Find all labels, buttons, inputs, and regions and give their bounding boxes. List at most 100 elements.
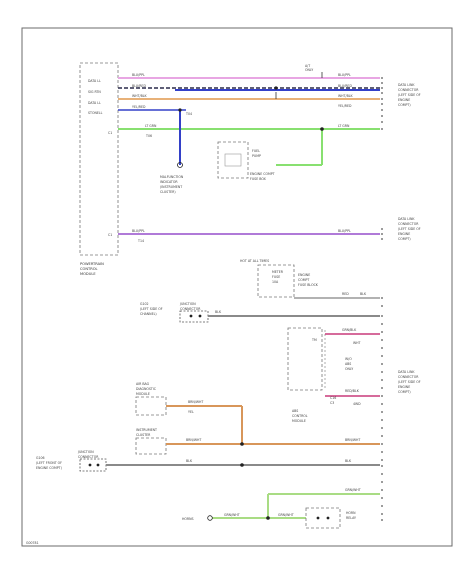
diagram-footer-code: G00781 [26, 541, 39, 545]
svg-text:W/O: W/O [345, 357, 352, 361]
svg-text:C16: C16 [330, 396, 336, 400]
svg-text:CHANNEL): CHANNEL) [140, 312, 157, 316]
svg-text:RED: RED [342, 292, 349, 296]
air-bag-module: AIR BAG DIAGNOSTIC MODULE BRN/WHT YEL [135, 382, 243, 444]
at-only-note: ONLY [305, 68, 313, 72]
svg-text:4WD: 4WD [353, 402, 361, 406]
svg-text:YEL: YEL [188, 410, 194, 414]
svg-text:BLK: BLK [215, 310, 222, 314]
horn-circuit: GRN/WHT GRN/WHT GRN/WHT HORNS HORN RELAY [182, 488, 380, 529]
svg-text:GRN/BLK: GRN/BLK [342, 328, 357, 332]
svg-text:COMPT): COMPT) [398, 237, 411, 241]
abs-control-module: TM GRN/BLK RED/BLK WHT 4WD C16 C3 W/O AB… [287, 327, 380, 423]
dlc-right-pins [381, 297, 383, 521]
svg-text:CONNECTOR: CONNECTOR [78, 455, 99, 459]
svg-text:10A: 10A [272, 280, 279, 284]
pcm-pin-label: DATA LL [88, 79, 101, 83]
svg-text:TM: TM [311, 338, 317, 342]
svg-text:CONNECTOR: CONNECTOR [398, 222, 419, 226]
svg-text:MALFUNCTION: MALFUNCTION [160, 175, 184, 179]
instrument-cluster: INSTRUMENT CLUSTER BRN/WHT BRN/WHT [135, 428, 380, 455]
svg-text:(INSTRUMENT: (INSTRUMENT [160, 185, 182, 189]
svg-text:BLK: BLK [186, 459, 193, 463]
svg-text:CONTROL: CONTROL [292, 414, 308, 418]
svg-text:ENGINE: ENGINE [298, 273, 310, 277]
svg-text:CLUSTER: CLUSTER [136, 433, 151, 437]
dlc-right-label: DATA LINK CONNECTOR (LEFT SIDE OF ENGINE… [398, 370, 421, 394]
wire-label-top: BLU/RED [338, 84, 352, 88]
pcm-pin-label: DATA LL [88, 101, 101, 105]
svg-text:GRN/WHT: GRN/WHT [278, 513, 294, 517]
svg-text:BLK: BLK [360, 292, 367, 296]
svg-text:(LEFT SIDE OF: (LEFT SIDE OF [398, 380, 421, 384]
svg-text:RED/BLK: RED/BLK [345, 389, 360, 393]
g102-ground: G102 (LEFT SIDE OF CHANNEL) JUNCTION CON… [140, 302, 380, 323]
svg-text:ENGINE COMPT): ENGINE COMPT) [36, 466, 62, 470]
wire-label-top: LT GRN [338, 124, 350, 128]
svg-text:CONNECTOR: CONNECTOR [398, 375, 419, 379]
svg-text:HORNS: HORNS [182, 517, 194, 521]
svg-text:GRN/WHT: GRN/WHT [345, 488, 361, 492]
svg-text:AIR BAG: AIR BAG [136, 382, 150, 386]
svg-text:FUSE BOX: FUSE BOX [250, 177, 267, 181]
svg-text:(LEFT SIDE OF: (LEFT SIDE OF [398, 227, 421, 231]
svg-text:DATA LINK: DATA LINK [398, 83, 415, 87]
svg-text:HOT AT ALL TIMES: HOT AT ALL TIMES [240, 259, 269, 263]
svg-text:WHT: WHT [353, 341, 361, 345]
wire-label-top: BLU/PPL [338, 73, 351, 77]
svg-text:FUSE BLOCK: FUSE BLOCK [298, 283, 319, 287]
svg-text:G102: G102 [140, 302, 149, 306]
svg-text:JUNCTION: JUNCTION [77, 450, 94, 454]
svg-text:BLU/PPL: BLU/PPL [338, 229, 351, 233]
svg-text:ENGINE: ENGINE [398, 232, 410, 236]
dlc-top-pins [381, 77, 383, 130]
powertrain-control-module: DATA LL SIG RTN DATA LL STONELL C1 C1 PO… [79, 62, 119, 276]
svg-text:T14: T14 [137, 239, 144, 243]
svg-text:COMPT: COMPT [298, 278, 309, 282]
pcm-pin-label: SIG RTN [88, 90, 101, 94]
svg-text:FUSE: FUSE [272, 275, 280, 279]
g106-ground: G106 (LEFT FRONT OF ENGINE COMPT) JUNCTI… [36, 450, 380, 472]
wire-label-top: WHT/BLK [132, 94, 148, 98]
svg-text:INSTRUMENT: INSTRUMENT [136, 428, 157, 432]
dlc-top-label: DATA LINK CONNECTOR (LEFT SIDE OF ENGINE… [398, 83, 421, 107]
pcm-pin-label: C1 [108, 233, 112, 237]
fuel-pump-relay: FUEL PUMP ENGINE COMPT FUSE BOX [217, 141, 275, 181]
svg-text:(LEFT SIDE OF: (LEFT SIDE OF [140, 307, 163, 311]
svg-text:FUEL: FUEL [252, 149, 260, 153]
pcm-pin-label: C1 [108, 131, 112, 135]
pcm-label: CONTROL [80, 267, 98, 271]
wire-label-top: BLU/PPL [132, 73, 145, 77]
wire-label-top: YEL/RED [338, 104, 352, 108]
svg-text:HORN: HORN [346, 511, 356, 515]
dlc-mid-label: DATA LINK CONNECTOR (LEFT SIDE OF ENGINE… [398, 217, 421, 241]
svg-text:(LEFT SIDE OF: (LEFT SIDE OF [398, 93, 421, 97]
diagram-frame [21, 27, 453, 547]
svg-text:C3: C3 [330, 401, 334, 405]
svg-text:METER: METER [272, 270, 284, 274]
wire-label-top: LT GRN [145, 124, 157, 128]
wire-tag: T04 [185, 112, 192, 116]
svg-text:JUNCTION: JUNCTION [179, 302, 196, 306]
svg-text:BRN/WHT: BRN/WHT [345, 438, 360, 442]
svg-text:ENGINE: ENGINE [398, 385, 410, 389]
svg-text:CLUSTER): CLUSTER) [160, 190, 176, 194]
pcm-pin-label: STONELL [88, 111, 103, 115]
svg-text:BRN/WHT: BRN/WHT [188, 400, 203, 404]
wire-tag: T06 [145, 134, 152, 138]
svg-text:BLU/PPL: BLU/PPL [132, 229, 145, 233]
svg-text:ONLY: ONLY [345, 367, 353, 371]
meter-fuse: HOT AT ALL TIMES METER FUSE 10A ENGINE C… [240, 259, 380, 299]
mid-wire: BLU/PPL BLU/PPL T14 [118, 228, 383, 243]
svg-text:CONNECTOR: CONNECTOR [180, 307, 201, 311]
svg-text:ENGINE COMPT: ENGINE COMPT [250, 172, 275, 176]
svg-text:DATA LINK: DATA LINK [398, 217, 415, 221]
svg-text:COMPT): COMPT) [398, 390, 411, 394]
pcm-label: MODULE [80, 272, 96, 276]
svg-text:GRN/WHT: GRN/WHT [224, 513, 240, 517]
svg-text:G106: G106 [36, 456, 45, 460]
svg-text:DIAGNOSTIC: DIAGNOSTIC [136, 387, 157, 391]
svg-text:DATA LINK: DATA LINK [398, 370, 415, 374]
wire-label-top: YEL/RED [132, 105, 146, 109]
svg-text:ABS: ABS [292, 409, 298, 413]
